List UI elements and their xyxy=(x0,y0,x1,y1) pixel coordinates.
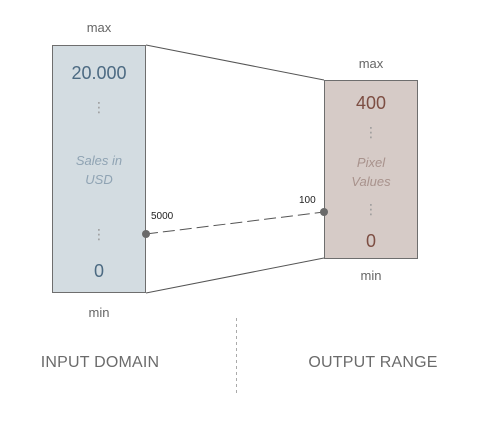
input-domain-title: INPUT DOMAIN xyxy=(40,354,160,371)
mapping-dashed-line xyxy=(145,211,325,235)
input-bottom-value: 0 xyxy=(93,261,104,281)
input-point-marker xyxy=(142,230,150,238)
output-name-line2: Values xyxy=(351,174,391,189)
output-name-line1: Pixel xyxy=(356,155,386,170)
output-lower-ellipsis: ⋮ xyxy=(364,201,378,217)
output-min-label: min xyxy=(360,268,382,283)
input-domain-box xyxy=(52,45,146,293)
output-mapped-value: 100 xyxy=(299,195,316,206)
output-point-marker xyxy=(320,208,328,216)
output-bottom-value: 0 xyxy=(365,231,376,251)
top-connector-line xyxy=(145,44,325,81)
input-mapped-value: 5000 xyxy=(151,211,174,222)
output-range-box xyxy=(324,80,418,259)
output-name: Pixel Values xyxy=(324,153,418,191)
input-min-label: min xyxy=(88,305,110,320)
bottom-connector-line xyxy=(145,257,325,294)
input-name-line2: USD xyxy=(85,172,113,187)
output-top-value: 400 xyxy=(355,93,387,113)
input-upper-ellipsis: ⋮ xyxy=(92,99,106,115)
input-name: Sales in USD xyxy=(52,151,146,189)
output-upper-ellipsis: ⋮ xyxy=(364,124,378,140)
output-max-label: max xyxy=(358,56,384,71)
input-name-line1: Sales in xyxy=(75,153,123,168)
input-max-label: max xyxy=(86,20,112,35)
input-lower-ellipsis: ⋮ xyxy=(92,226,106,242)
input-top-value: 20.000 xyxy=(71,63,127,83)
output-range-title: OUTPUT RANGE xyxy=(308,354,438,371)
